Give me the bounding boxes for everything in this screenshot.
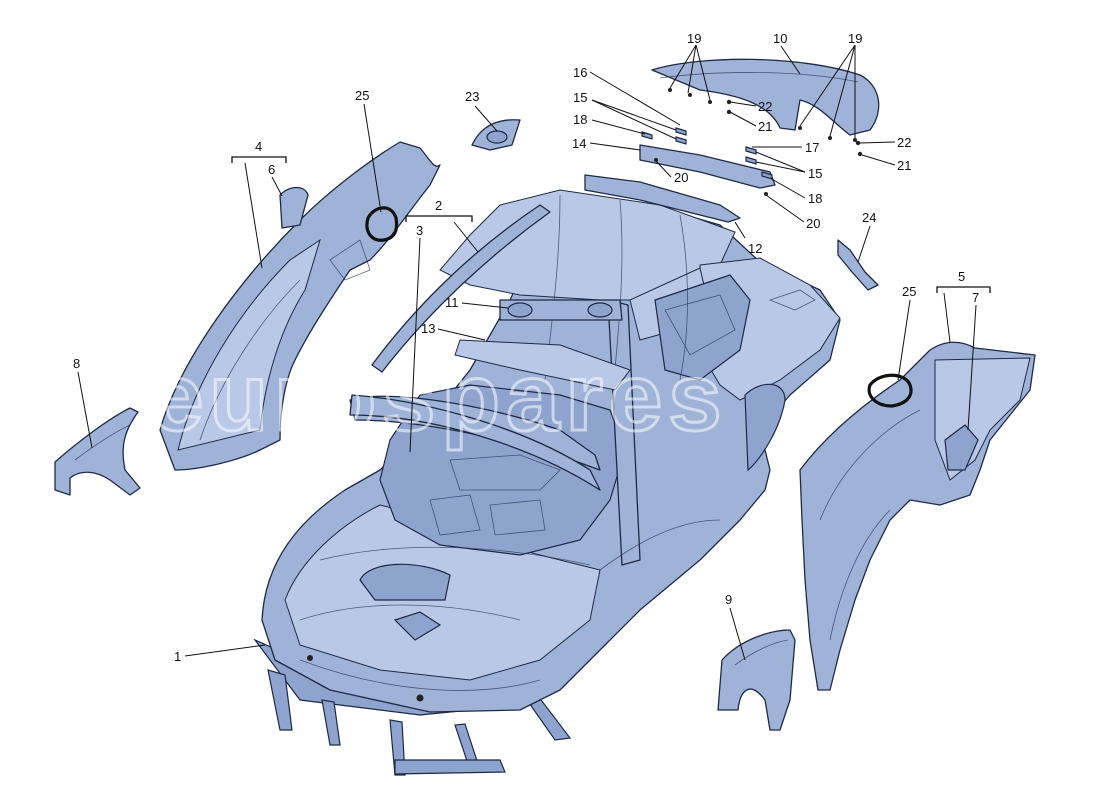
callout-25-left: 25 (355, 88, 369, 103)
rear-shelf-panel[interactable] (454, 339, 631, 391)
callout-24: 24 (862, 210, 876, 225)
leader-lines (77, 44, 991, 661)
callout-13: 13 (421, 321, 435, 336)
callout-8: 8 (73, 356, 80, 371)
callout-11: 11 (445, 295, 459, 310)
door-seal-left[interactable] (365, 206, 399, 242)
callout-12: 12 (748, 241, 762, 256)
windshield-header-brace[interactable] (349, 394, 601, 491)
callout-2: 2 (435, 198, 442, 213)
right-front-fender[interactable] (717, 629, 796, 731)
rear-spoiler-panel[interactable] (651, 58, 880, 142)
callout-numbers: 1 2 3 4 5 6 7 8 9 10 11 12 13 14 15 15 1… (73, 31, 979, 664)
callout-3: 3 (416, 223, 423, 238)
callout-10: 10 (773, 31, 787, 46)
callout-21-lower: 21 (897, 158, 911, 173)
callout-6: 6 (268, 162, 275, 177)
callout-18-lower: 18 (808, 191, 822, 206)
callout-17: 17 (805, 140, 819, 155)
callout-9: 9 (725, 592, 732, 607)
small-vent-panel[interactable] (471, 119, 521, 151)
callout-19-right: 19 (848, 31, 862, 46)
callout-15-upper: 15 (573, 90, 587, 105)
callout-21-upper: 21 (758, 119, 772, 134)
callout-20-lower: 20 (806, 216, 820, 231)
callout-1: 1 (174, 649, 181, 664)
callout-22-upper: 22 (758, 99, 772, 114)
callout-4: 4 (255, 139, 262, 154)
watermark-text: eurospares (150, 344, 728, 451)
rear-crossbar[interactable] (639, 144, 776, 189)
door-seal-right[interactable] (867, 373, 913, 408)
rear-spoiler-lip[interactable] (584, 174, 741, 223)
callout-25-right: 25 (902, 284, 916, 299)
rear-window-frame[interactable] (499, 299, 623, 321)
left-side-panel[interactable] (159, 141, 441, 471)
left-fuel-flap[interactable] (279, 186, 309, 229)
callout-14: 14 (572, 136, 586, 151)
callout-19-left: 19 (687, 31, 701, 46)
callout-5: 5 (958, 269, 965, 284)
callout-16: 16 (573, 65, 587, 80)
side-bracket[interactable] (837, 239, 879, 291)
right-side-panel[interactable] (799, 341, 1036, 691)
callout-7: 7 (972, 290, 979, 305)
callout-15-lower: 15 (808, 166, 822, 181)
callout-20-upper: 20 (674, 170, 688, 185)
callout-23: 23 (465, 89, 479, 104)
callout-22-lower: 22 (897, 135, 911, 150)
left-front-fender[interactable] (54, 407, 141, 496)
left-roof-rail[interactable] (371, 204, 551, 373)
callout-18-upper: 18 (573, 112, 587, 127)
